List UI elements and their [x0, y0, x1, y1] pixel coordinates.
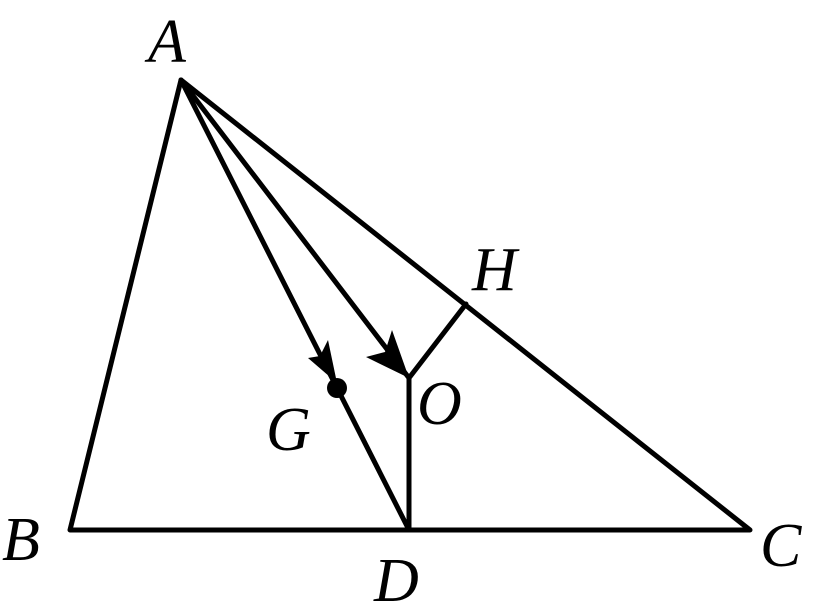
label-o: O: [417, 370, 462, 438]
arrowhead-ao: [366, 330, 409, 378]
segment-ao: [178, 77, 412, 381]
arrowhead-ag: [308, 340, 337, 383]
segment-ad: [178, 77, 412, 533]
segment-oh: [406, 301, 469, 381]
label-a: A: [144, 8, 187, 76]
label-h: H: [471, 236, 520, 304]
label-d: D: [373, 547, 419, 608]
label-b: B: [2, 506, 40, 574]
label-g: G: [266, 396, 311, 464]
point-g-dot: [327, 378, 347, 398]
label-c: C: [760, 512, 802, 580]
